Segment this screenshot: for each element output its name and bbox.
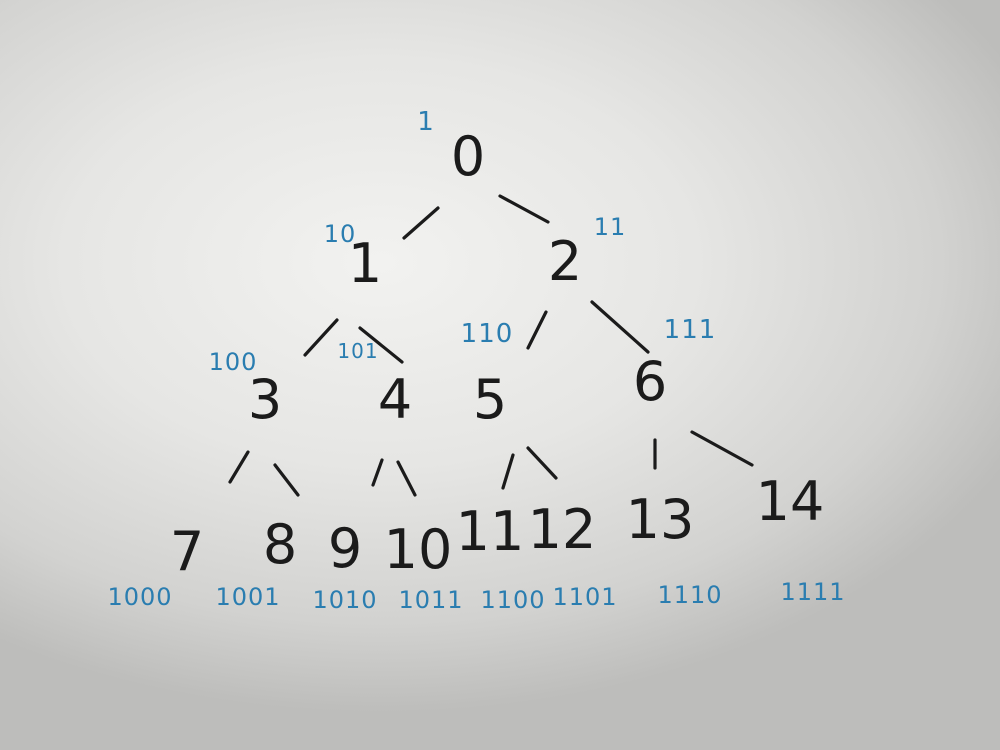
edge-4-9 <box>371 458 384 487</box>
binary-code-0: 1 <box>417 107 435 137</box>
node-5: 5 <box>473 368 507 431</box>
node-4: 4 <box>378 368 412 431</box>
node-11: 11 <box>456 500 525 563</box>
edge-3-7 <box>228 450 250 484</box>
binary-code-2: 11 <box>594 213 627 241</box>
edge-1-3 <box>303 318 339 357</box>
edge-2-5 <box>526 310 548 350</box>
node-7: 7 <box>170 520 204 583</box>
edge-2-6 <box>590 300 650 354</box>
edge-5-12 <box>526 446 558 480</box>
edge-5-11 <box>501 453 515 490</box>
binary-code-13: 1110 <box>657 581 722 609</box>
node-10: 10 <box>384 518 453 581</box>
node-12: 12 <box>528 498 597 561</box>
node-6: 6 <box>633 350 667 413</box>
edges-layer <box>228 194 754 497</box>
node-13: 13 <box>626 488 695 551</box>
edge-0-2 <box>498 194 550 224</box>
edge-1-4 <box>358 326 404 364</box>
edge-0-1 <box>402 206 440 240</box>
binary-code-12: 1101 <box>552 583 617 611</box>
node-0: 0 <box>451 125 485 188</box>
binary-code-14: 1111 <box>780 578 845 606</box>
node-8: 8 <box>263 513 297 576</box>
binary-code-8: 1001 <box>215 583 280 611</box>
binary-code-7: 1000 <box>107 583 172 611</box>
node-14: 14 <box>756 470 825 533</box>
node-2: 2 <box>548 230 582 293</box>
edge-6-14 <box>690 430 754 467</box>
node-1: 1 <box>348 232 382 295</box>
edge-4-10 <box>396 460 417 497</box>
edge-3-8 <box>273 463 300 497</box>
node-9: 9 <box>328 517 362 580</box>
binary-code-11: 1100 <box>480 586 545 614</box>
binary-code-1: 10 <box>324 220 357 248</box>
binary-code-10: 1011 <box>398 586 463 614</box>
binary-code-3: 100 <box>209 348 258 376</box>
binary-code-9: 1010 <box>312 586 377 614</box>
node-3: 3 <box>248 368 282 431</box>
binary-code-6: 111 <box>664 315 717 345</box>
binary-code-4: 101 <box>337 339 378 363</box>
binary-code-5: 110 <box>461 319 514 349</box>
